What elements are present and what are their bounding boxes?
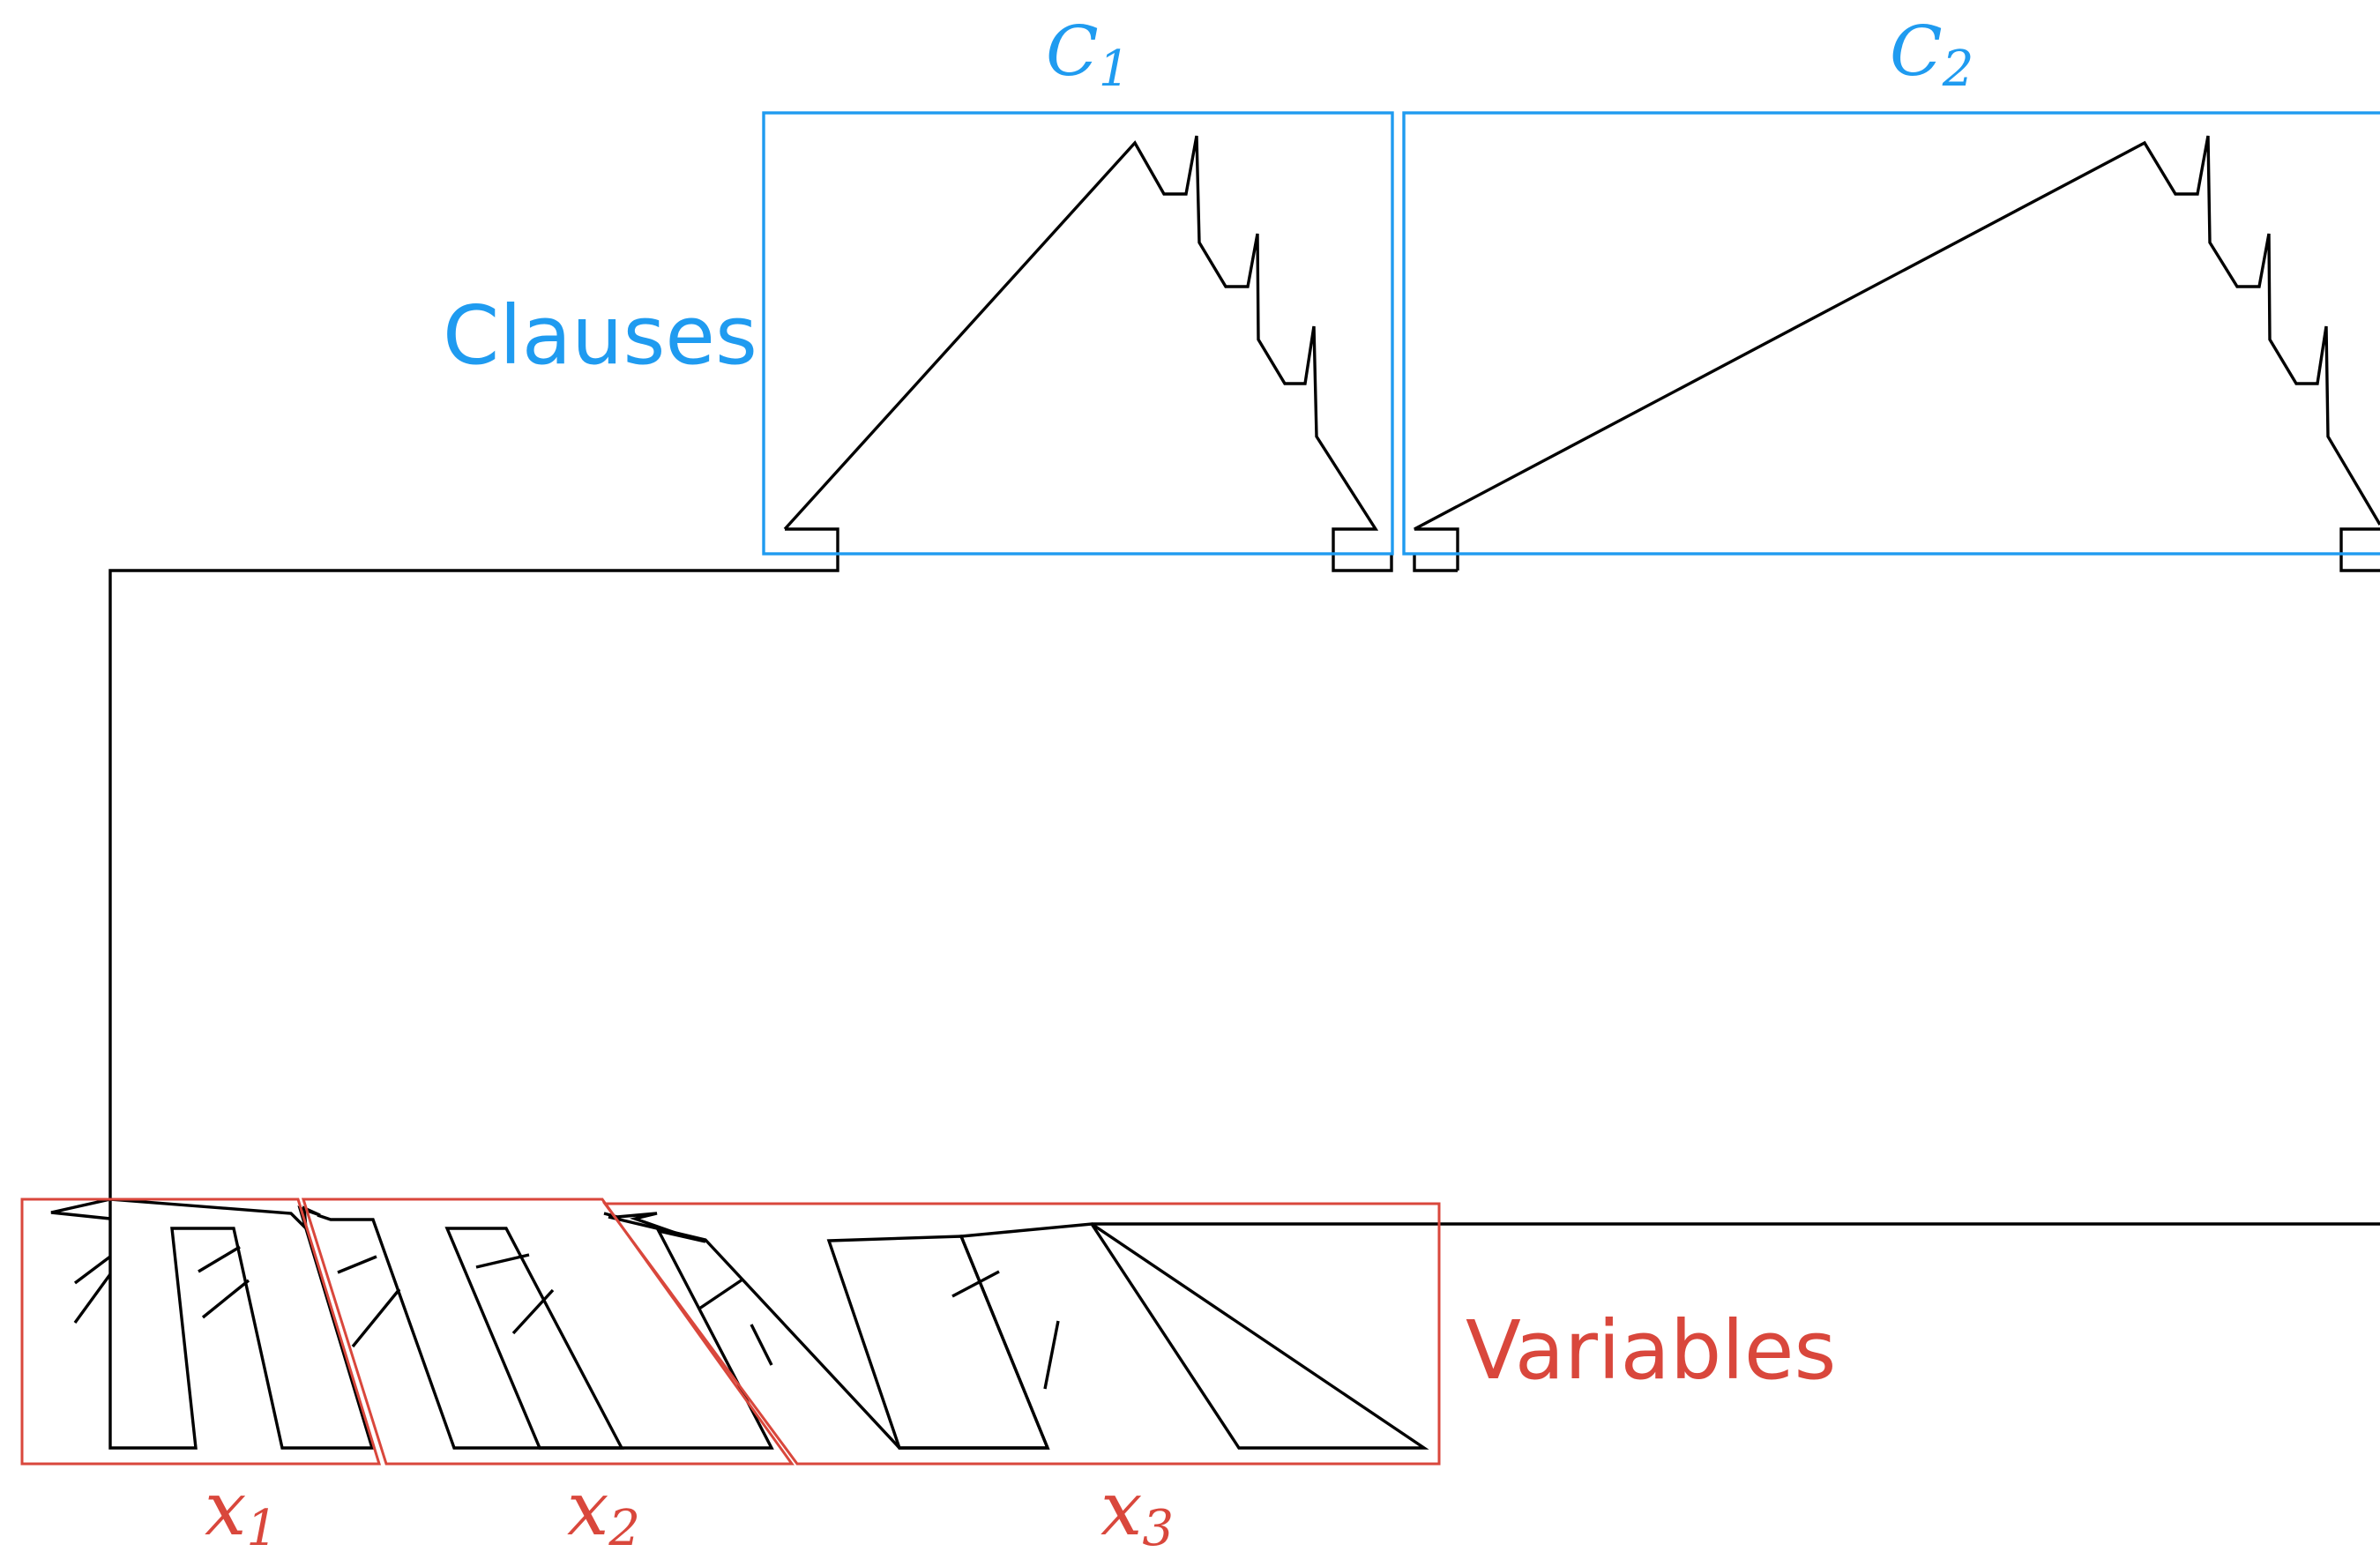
variable-label-x3-sub: 3 (1142, 1500, 1174, 1552)
clause-label-c1: C1 (1046, 12, 1130, 98)
clause-c2-right-stub (2339, 527, 2380, 572)
variables-label: Variables (1466, 1303, 1836, 1398)
wires (108, 527, 2380, 1226)
variable-x2-tick-b (351, 1287, 401, 1348)
variable-gadgets (50, 1198, 1429, 1450)
clause-box-c2 (1402, 111, 2380, 556)
variable-box-x3 (602, 1202, 1441, 1466)
variable-x1-tick-a (73, 1255, 112, 1285)
variable-x1-left-shape (50, 1198, 375, 1450)
variable-label-x2-sub: 2 (608, 1500, 640, 1552)
clause-boxes (762, 111, 2380, 556)
clause-box-c1 (762, 111, 1394, 556)
clause-c2-base (1413, 554, 1458, 572)
variable-x3-tick-d (1043, 1320, 1060, 1390)
variable-x3-inner (826, 1235, 1050, 1450)
variable-box-x1 (20, 1198, 382, 1466)
variable-x2-shape (317, 1212, 774, 1450)
clause-label-c2-sub: 2 (1942, 41, 1974, 98)
variable-x3-tick-c (951, 1270, 1000, 1298)
clause-c1-peak (783, 135, 1393, 572)
variable-label-x1-name: x (205, 1466, 246, 1552)
variable-x2-tick-d (511, 1288, 555, 1335)
variable-label-x1-sub: 1 (246, 1500, 278, 1552)
clause-c2-peak (1414, 135, 2380, 571)
variable-x3-shape-a (608, 1215, 1429, 1450)
variable-box-x2 (301, 1198, 795, 1466)
clause-label-c1-sub: 1 (1099, 41, 1130, 98)
variable-x1-tick-d (201, 1279, 250, 1319)
variable-label-x2: x2 (567, 1466, 640, 1552)
variable-x1-tick-c (198, 1245, 241, 1273)
clause-label-c2: C2 (1890, 12, 1973, 98)
variable-label-x2-name: x (567, 1466, 608, 1552)
variable-x1-tick-b (73, 1273, 112, 1324)
clause-gadget-c2 (1413, 135, 2380, 572)
variable-x2-inner (444, 1227, 624, 1450)
clause-label-c2-name: C (1890, 12, 1943, 92)
clause-label-c1-name: C (1046, 12, 1099, 92)
clauses-label: Clauses (443, 288, 757, 383)
variable-label-x3-name: x (1100, 1466, 1142, 1552)
variable-label-x1: x1 (205, 1466, 278, 1552)
variable-x3-tick-a (698, 1278, 743, 1310)
variable-x2-tick-c (475, 1253, 530, 1269)
variable-x2-tick-a (337, 1255, 377, 1274)
wire-left-connector (108, 527, 839, 1199)
clause-gadget-c1 (783, 135, 1393, 572)
variable-boxes (20, 1198, 1441, 1466)
variable-x3-tick-b (750, 1324, 773, 1366)
variable-label-x3: x3 (1100, 1466, 1174, 1552)
